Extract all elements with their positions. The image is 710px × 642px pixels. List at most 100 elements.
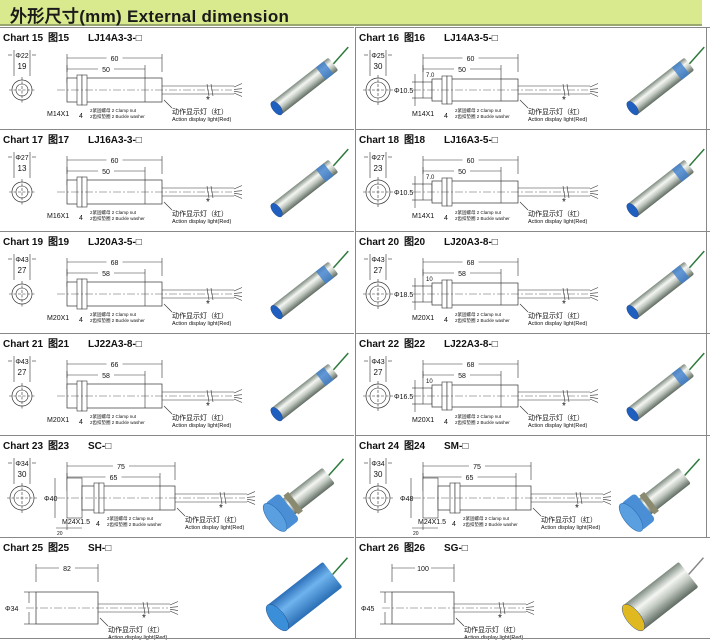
front-outer-dim: Φ27 <box>15 155 28 162</box>
sensing-face <box>626 407 639 422</box>
cable-wire <box>589 396 599 399</box>
front-outer-dim: Φ43 <box>371 359 384 366</box>
nut-width-dim: 4 <box>79 215 83 222</box>
cable-wire <box>589 294 599 297</box>
cable-wire <box>589 296 599 301</box>
buckle-washer-label: 2齿扣垫圈 2 Buckle washer <box>90 317 145 324</box>
sensing-face <box>262 503 288 532</box>
cable-wire <box>602 496 612 498</box>
clamp-nut-label: 2紧固螺母 2 Clamp nut <box>90 413 137 420</box>
body-length-bg <box>98 371 114 379</box>
body-length-bg <box>98 269 114 277</box>
clamp-nut-label: 2紧固螺母 2 Clamp nut <box>455 413 502 420</box>
product-label <box>315 265 334 284</box>
product-photo <box>265 557 349 632</box>
cable-wire <box>525 606 535 608</box>
buckle-washer-label: 2齿扣垫圈 2 Buckle washer <box>455 113 510 120</box>
front-outer-dim: Φ25 <box>371 53 384 60</box>
product-label <box>671 163 690 182</box>
total-length-bg <box>106 258 123 266</box>
cable-break <box>206 83 210 97</box>
leader-line <box>519 99 529 109</box>
product-body <box>628 58 694 114</box>
cable-wire <box>233 294 243 297</box>
total-length-label: 82 <box>63 566 71 573</box>
cable-break <box>566 389 570 403</box>
front-outer-dim: Φ43 <box>15 359 28 366</box>
thread-spec: M24X1.5 <box>62 519 90 526</box>
nut-width-dim: 4 <box>96 521 100 528</box>
product-label <box>671 265 690 284</box>
display-light-label-en: Action display light(Red) <box>528 321 587 327</box>
right-border <box>706 27 707 537</box>
cable-wire <box>688 557 705 575</box>
cable-wire <box>233 296 243 301</box>
cable-wire <box>589 194 599 199</box>
display-light-label-en: Action display light(Red) <box>528 117 587 123</box>
product-photo <box>262 458 345 532</box>
cable-wire <box>169 601 179 606</box>
chart-number: Chart 19 <box>3 237 43 248</box>
sensing-face <box>270 305 283 320</box>
product-nut <box>283 491 303 515</box>
display-light-label-cn: 动作显示灯（红） <box>528 209 584 218</box>
head-diameter-dim: Φ40 <box>44 496 57 503</box>
chart-number: Chart 15 <box>3 33 43 44</box>
star-marker: * <box>562 401 566 412</box>
buckle-washer-label: 2齿扣垫圈 2 Buckle washer <box>90 419 145 426</box>
product-body <box>268 562 342 630</box>
front-inner-dim: 30 <box>374 470 383 479</box>
front-inner-dim: 27 <box>374 368 383 377</box>
head-diameter-dim: Φ18.5 <box>394 292 413 299</box>
thread-spec: M14X1 <box>412 111 434 118</box>
leader-line <box>163 405 173 415</box>
clamp-nut-label: 2紧固螺母 2 Clamp nut <box>455 209 502 216</box>
product-photo <box>621 557 705 632</box>
product-body <box>628 364 694 420</box>
star-marker: * <box>206 401 210 412</box>
chart-number-cn: 图20 <box>404 236 426 248</box>
model-number: SH-□ <box>88 543 111 554</box>
display-light-label-cn: 动作显示灯（红） <box>172 413 228 422</box>
total-length-label: 68 <box>111 260 119 267</box>
star-marker: * <box>206 299 210 310</box>
display-light-label-cn: 动作显示灯（红） <box>172 311 228 320</box>
front-inner-dim: 19 <box>18 62 27 71</box>
star-marker: * <box>562 197 566 208</box>
product-photo <box>270 250 349 320</box>
cable-wire <box>602 500 612 505</box>
cable-wire <box>602 491 612 496</box>
head-length-dim: 20 <box>413 531 419 537</box>
thread-spec: M24X1.5 <box>418 519 446 526</box>
product-label <box>315 163 334 182</box>
nut-width-dim: 4 <box>444 113 448 120</box>
product-body <box>272 160 338 216</box>
cable-wire <box>589 185 599 190</box>
product-photo <box>270 352 349 422</box>
cable-wire <box>332 148 349 167</box>
cable-wire <box>328 458 345 477</box>
thread-spec: M20X1 <box>47 315 69 322</box>
front-outer-dim: Φ22 <box>15 53 28 60</box>
star-marker: * <box>575 503 579 514</box>
head-offset-dim: 7.0 <box>426 175 435 181</box>
buckle-washer-label: 2齿扣垫圈 2 Buckle washer <box>107 521 162 528</box>
total-length-bg <box>106 360 123 368</box>
model-number: LJ16A3-5-□ <box>444 135 498 146</box>
product-body <box>272 262 338 318</box>
body-length-label: 58 <box>102 271 110 278</box>
clamp-nut-label: 2紧固螺母 2 Clamp nut <box>90 311 137 318</box>
chart-number: Chart 25 <box>3 543 43 554</box>
star-marker: * <box>142 613 146 624</box>
total-length-label: 75 <box>473 464 481 471</box>
sensing-face <box>270 203 283 218</box>
chart-number-cn: 图17 <box>48 134 70 146</box>
